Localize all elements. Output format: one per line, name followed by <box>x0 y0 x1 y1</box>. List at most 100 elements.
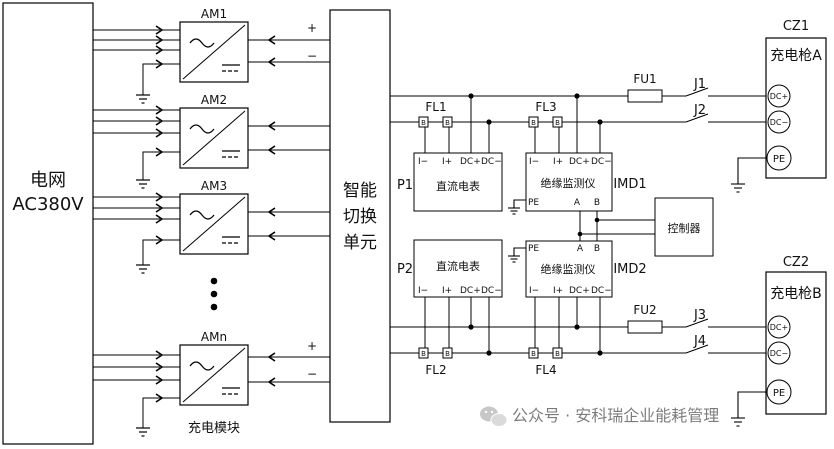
gun-b-ground <box>731 391 767 427</box>
dc-meter-p1: I− I+ DC+ DC− 直流电表 <box>413 152 503 212</box>
watermark-text: 公众号 · 安科瑞企业能耗管理 <box>512 406 719 425</box>
gun-name: 充电枪A <box>770 47 822 64</box>
module-label: AMn <box>201 330 227 344</box>
filter-label: FL1 <box>425 100 446 114</box>
pin-label: DC− <box>591 286 612 296</box>
filter-letter: B <box>421 350 426 358</box>
imd-1: I− I+ DC+ DC− 绝缘监测仪 PE A B <box>525 152 613 212</box>
polarity-plus-top: + <box>307 21 317 35</box>
filter-fl3: B B FL3 <box>528 100 563 128</box>
filter-letter: B <box>445 350 450 358</box>
pin-label: DC+ <box>460 286 481 296</box>
charging-module-1: AM1 <box>179 7 249 83</box>
grid-feed-lines <box>93 29 180 428</box>
meter-p2-label: P2 <box>397 262 413 277</box>
dc-meter-p2: 直流电表 I− I+ DC+ DC− <box>413 239 503 298</box>
ellipsis-dots <box>210 277 218 311</box>
polarity-plus-bottom: + <box>307 339 317 353</box>
grid-connector-stubs <box>162 29 180 399</box>
charging-gun-b: CZ2 充电枪B DC+ DC− PE <box>765 255 827 415</box>
imd-ground-icons <box>508 199 526 263</box>
fuse-fu1 <box>627 89 663 103</box>
pin-label: PE <box>528 198 539 208</box>
pin-label: I− <box>529 157 539 167</box>
terminal-label: PE <box>773 388 785 399</box>
rs485-junctions <box>577 217 600 237</box>
pin-label: A <box>577 244 584 254</box>
module-box <box>179 193 249 255</box>
charging-module-2: AM2 <box>179 93 249 169</box>
upper-bus-junctions <box>468 93 603 125</box>
polarity-minus-top: − <box>307 49 317 63</box>
pin-label: DC+ <box>569 286 590 296</box>
filter-letter: B <box>445 119 450 127</box>
relay-j1-label: J1 <box>693 77 706 92</box>
filter-label: FL2 <box>425 363 446 377</box>
switch-unit-line2: 切换 <box>343 207 377 227</box>
module-output-connectors <box>267 35 276 387</box>
module-box <box>179 344 249 406</box>
pin-label: I− <box>418 286 428 296</box>
dc-minus-terminal-icon <box>767 110 791 134</box>
filter-letter: B <box>531 119 536 127</box>
module-box <box>179 21 249 83</box>
imd1-label: IMD1 <box>613 177 646 192</box>
pin-label: DC− <box>481 157 502 167</box>
imd-2: PE A B 绝缘监测仪 I− I+ DC+ DC− <box>525 240 613 298</box>
imd-name: 绝缘监测仪 <box>541 176 596 190</box>
pin-label: B <box>594 198 600 208</box>
imd-name: 绝缘监测仪 <box>541 262 596 276</box>
terminal-label: DC− <box>770 118 788 127</box>
filter-label: FL3 <box>535 100 556 114</box>
controller-box <box>654 197 714 257</box>
grid-box <box>2 2 94 445</box>
relay-j4-label: J4 <box>693 334 706 349</box>
pin-label: I+ <box>553 286 563 296</box>
gun-a-ground <box>731 157 767 193</box>
controller-label: 控制器 <box>668 221 701 235</box>
pin-label: DC− <box>591 157 612 167</box>
ac-wave-icon <box>189 124 215 134</box>
terminal-label: PE <box>773 154 785 165</box>
filter-label: FL4 <box>535 363 556 377</box>
module-label: AM1 <box>201 7 227 21</box>
module-label: AM3 <box>201 179 227 193</box>
meter-name: 直流电表 <box>436 259 480 273</box>
switch-unit-line3: 单元 <box>343 233 377 253</box>
terminal-label: DC+ <box>770 92 788 101</box>
dc-minus-terminal-icon <box>767 341 791 365</box>
filter-fl4: B B FL4 <box>528 347 563 377</box>
relay-j2-label: J2 <box>693 103 706 118</box>
meter-p1-label: P1 <box>397 178 413 193</box>
filter-fl2: B B FL2 <box>418 347 453 377</box>
fuse-fu2 <box>627 320 663 334</box>
watermark: 公众号 · 安科瑞企业能耗管理 <box>480 406 719 427</box>
grid-label-line1: 电网 <box>30 170 66 191</box>
filter-letter: B <box>421 119 426 127</box>
pin-label: PE <box>528 244 539 254</box>
dc-plus-terminal-icon <box>767 315 791 339</box>
terminal-label: DC+ <box>770 323 788 332</box>
fuse-fu2-label: FU2 <box>633 303 656 317</box>
pin-label: I− <box>529 286 539 296</box>
pin-label: DC+ <box>569 157 590 167</box>
pin-label: DC− <box>481 286 502 296</box>
imd2-label: IMD2 <box>613 262 646 277</box>
relay-j3-label: J3 <box>693 308 706 323</box>
fuse-fu1-label: FU1 <box>633 72 656 86</box>
pin-label: I− <box>418 157 428 167</box>
lower-bus-junctions <box>468 324 603 356</box>
rs485-lines <box>579 211 655 241</box>
module-box <box>179 107 249 169</box>
module-label: AM2 <box>201 93 227 107</box>
terminal-label: DC− <box>770 349 788 358</box>
gun-id: CZ2 <box>783 255 809 270</box>
module-ground-icons <box>136 94 150 437</box>
charging-module-n: AMn <box>179 330 249 406</box>
gun-name: 充电枪B <box>770 285 822 302</box>
ac-wave-icon <box>189 210 215 220</box>
grid-connectors <box>155 25 164 403</box>
switch-unit-box <box>329 9 391 423</box>
pin-label: B <box>594 244 600 254</box>
